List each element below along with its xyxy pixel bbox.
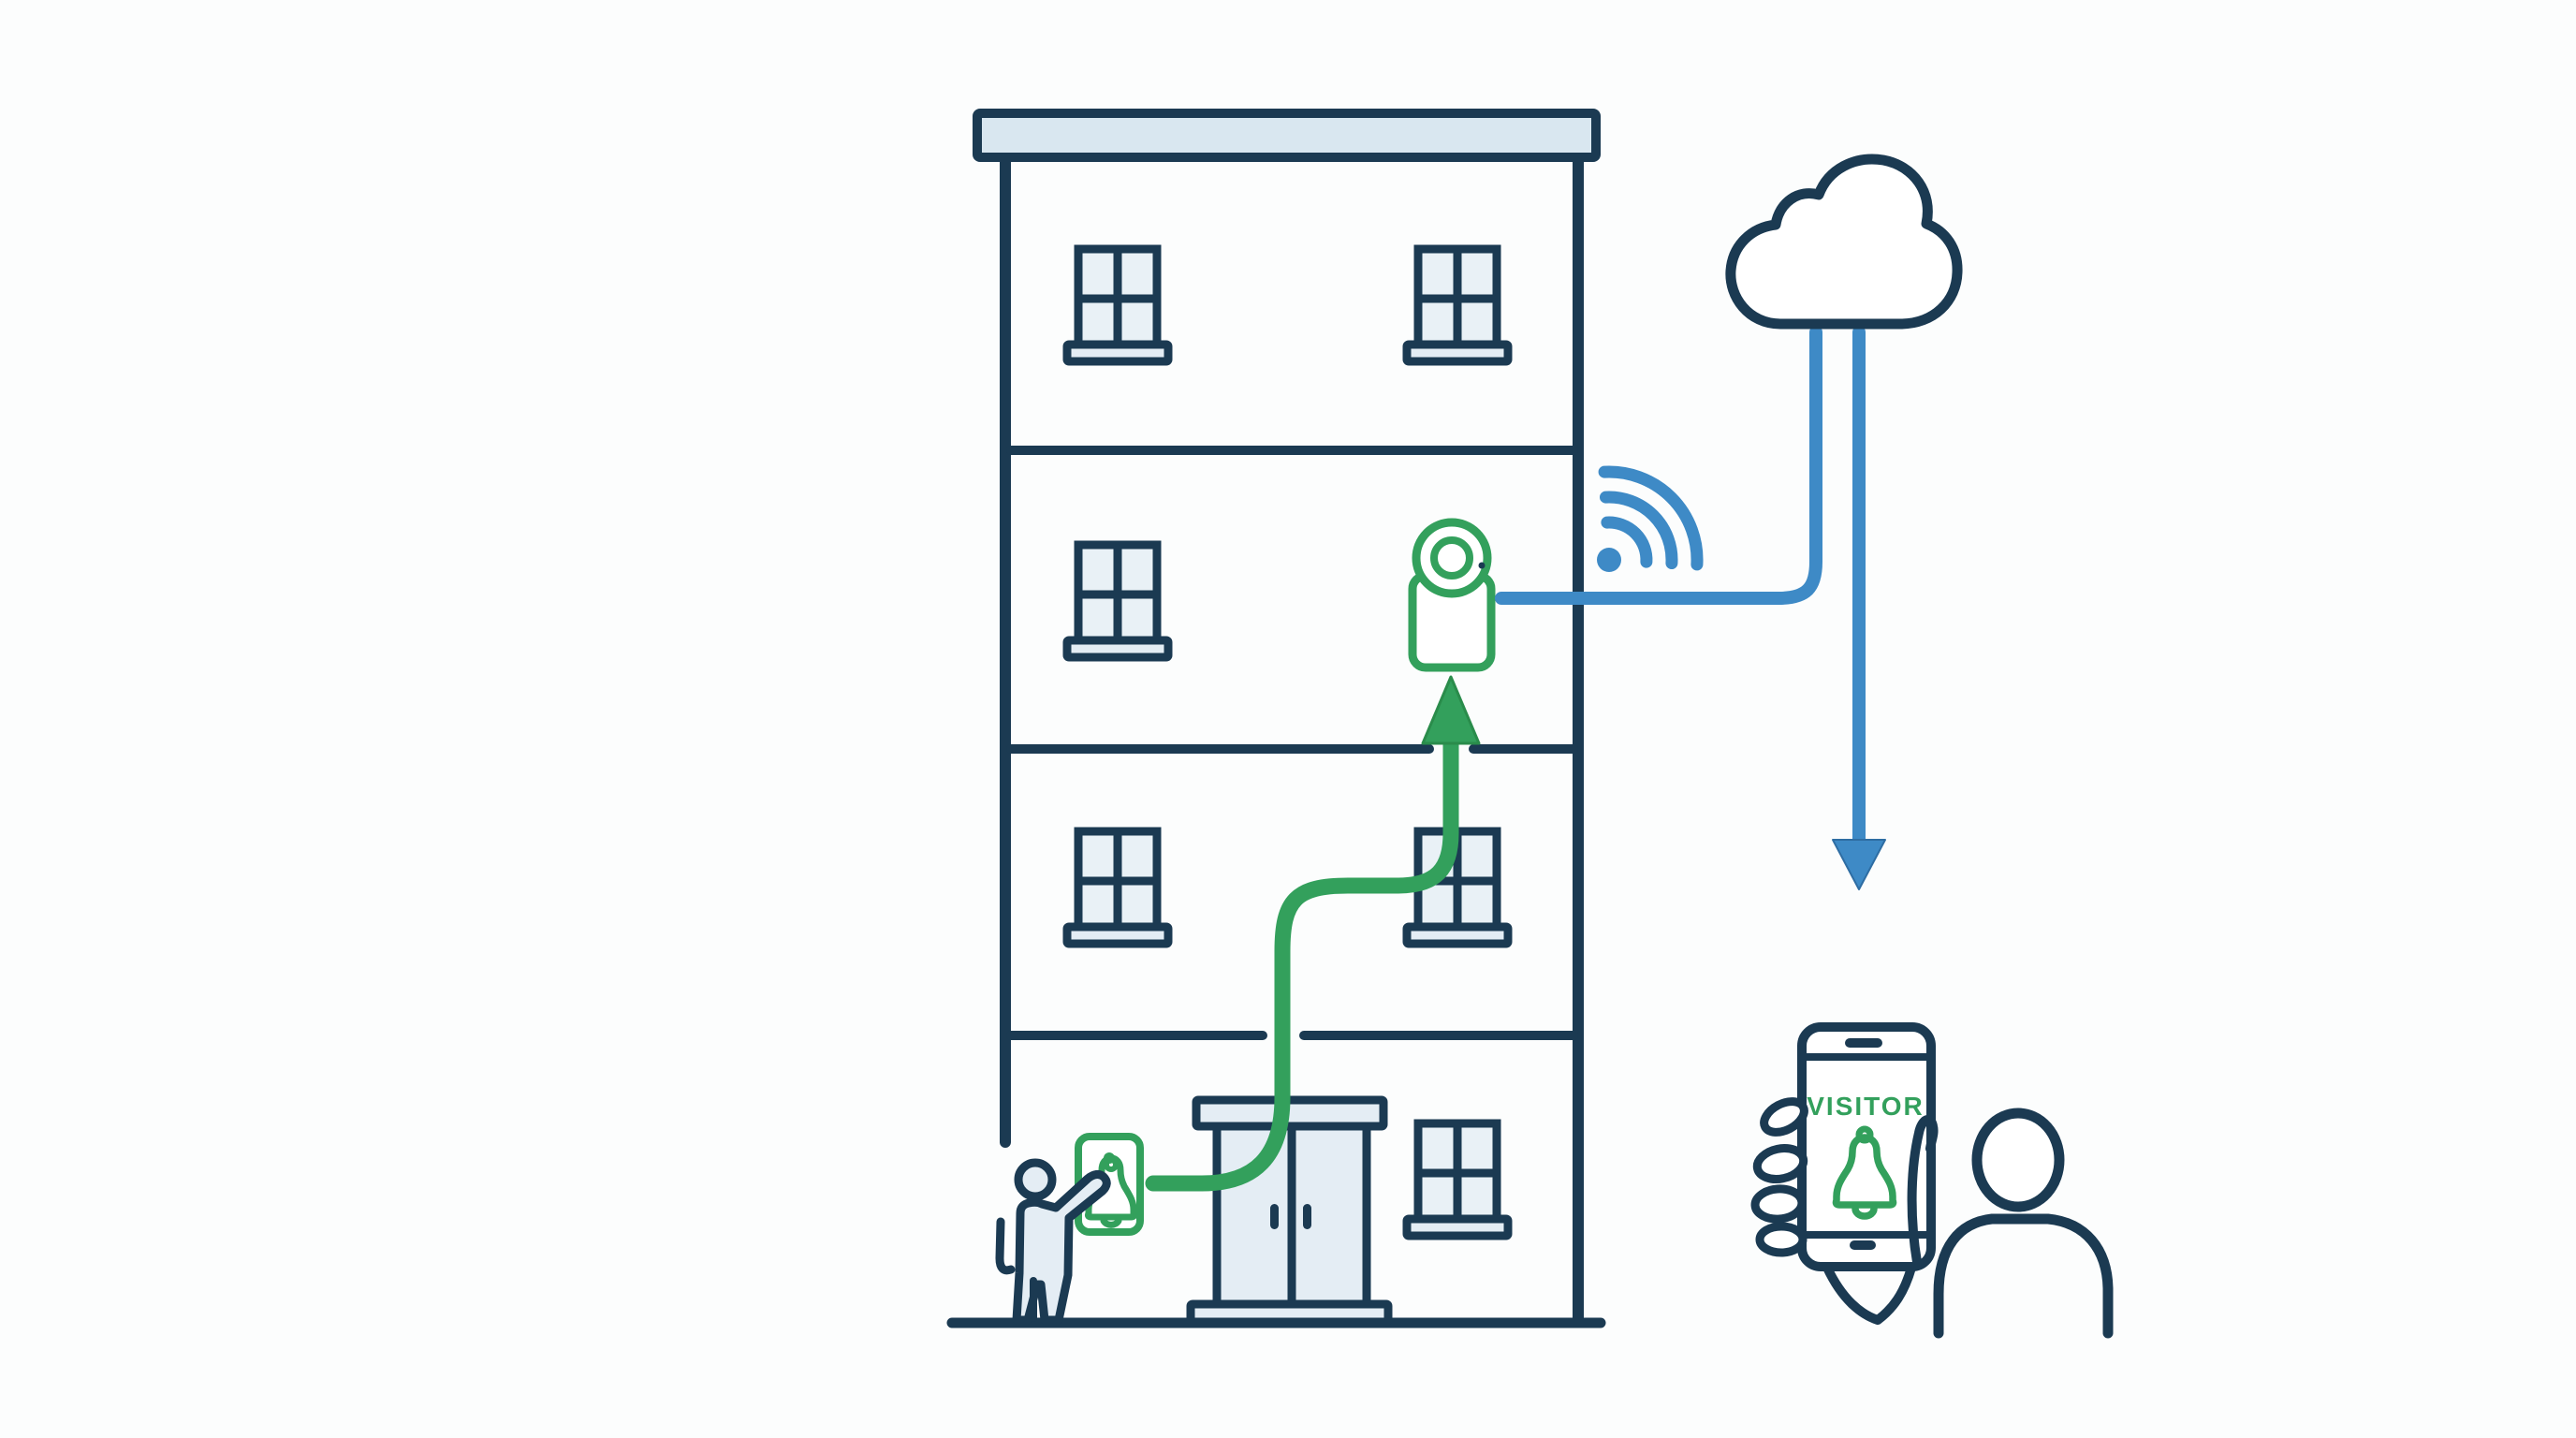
wifi-icon [1597, 465, 1704, 572]
visitor-notification-label: VISITOR [1807, 1092, 1925, 1121]
upload-line [1495, 326, 1822, 605]
visitor-head [1014, 1158, 1057, 1201]
green-signal-path-up-arrow [1145, 675, 1481, 1192]
resident-shoulders [1933, 1213, 2114, 1339]
camera-lens-inner [1430, 536, 1473, 580]
visitor-arm-hanging [995, 1217, 1016, 1275]
phone-speaker [1845, 1038, 1882, 1048]
down-arrow-icon [1832, 839, 1886, 890]
wifi-dot [1597, 548, 1621, 572]
entry-door [1186, 1095, 1393, 1327]
camera-lens-outer [1412, 518, 1492, 598]
hand-holding-phone [1750, 1097, 1939, 1325]
window-floor1-right [1407, 249, 1508, 361]
window-floor4-right [1407, 1123, 1508, 1236]
up-arrow-icon [1421, 675, 1481, 745]
green-wire [1145, 733, 1459, 1192]
window-floor2-left [1067, 545, 1168, 657]
window-floor1-left [1067, 249, 1168, 361]
smartphone-notification: VISITOR [1750, 1022, 1939, 1325]
visitor-body [1012, 1169, 1111, 1325]
wrist [1822, 1263, 1916, 1325]
window-floor3-left [1067, 831, 1168, 944]
door-threshold [1186, 1299, 1393, 1327]
phone-home-button [1850, 1240, 1876, 1250]
cloud-icon [1725, 154, 1963, 330]
visitor-person [995, 1158, 1111, 1325]
bell-icon [1832, 1125, 1897, 1220]
resident-person [1933, 1108, 2114, 1339]
camera-indicator-dot [1478, 562, 1486, 569]
doorbell-camera [1408, 518, 1496, 672]
cloud-links [1495, 326, 1886, 890]
resident-head [1971, 1108, 2065, 1212]
thumb [1907, 1115, 1939, 1267]
roof [973, 109, 1601, 162]
door-handle-right [1303, 1204, 1311, 1229]
door-handle-left [1270, 1204, 1279, 1229]
